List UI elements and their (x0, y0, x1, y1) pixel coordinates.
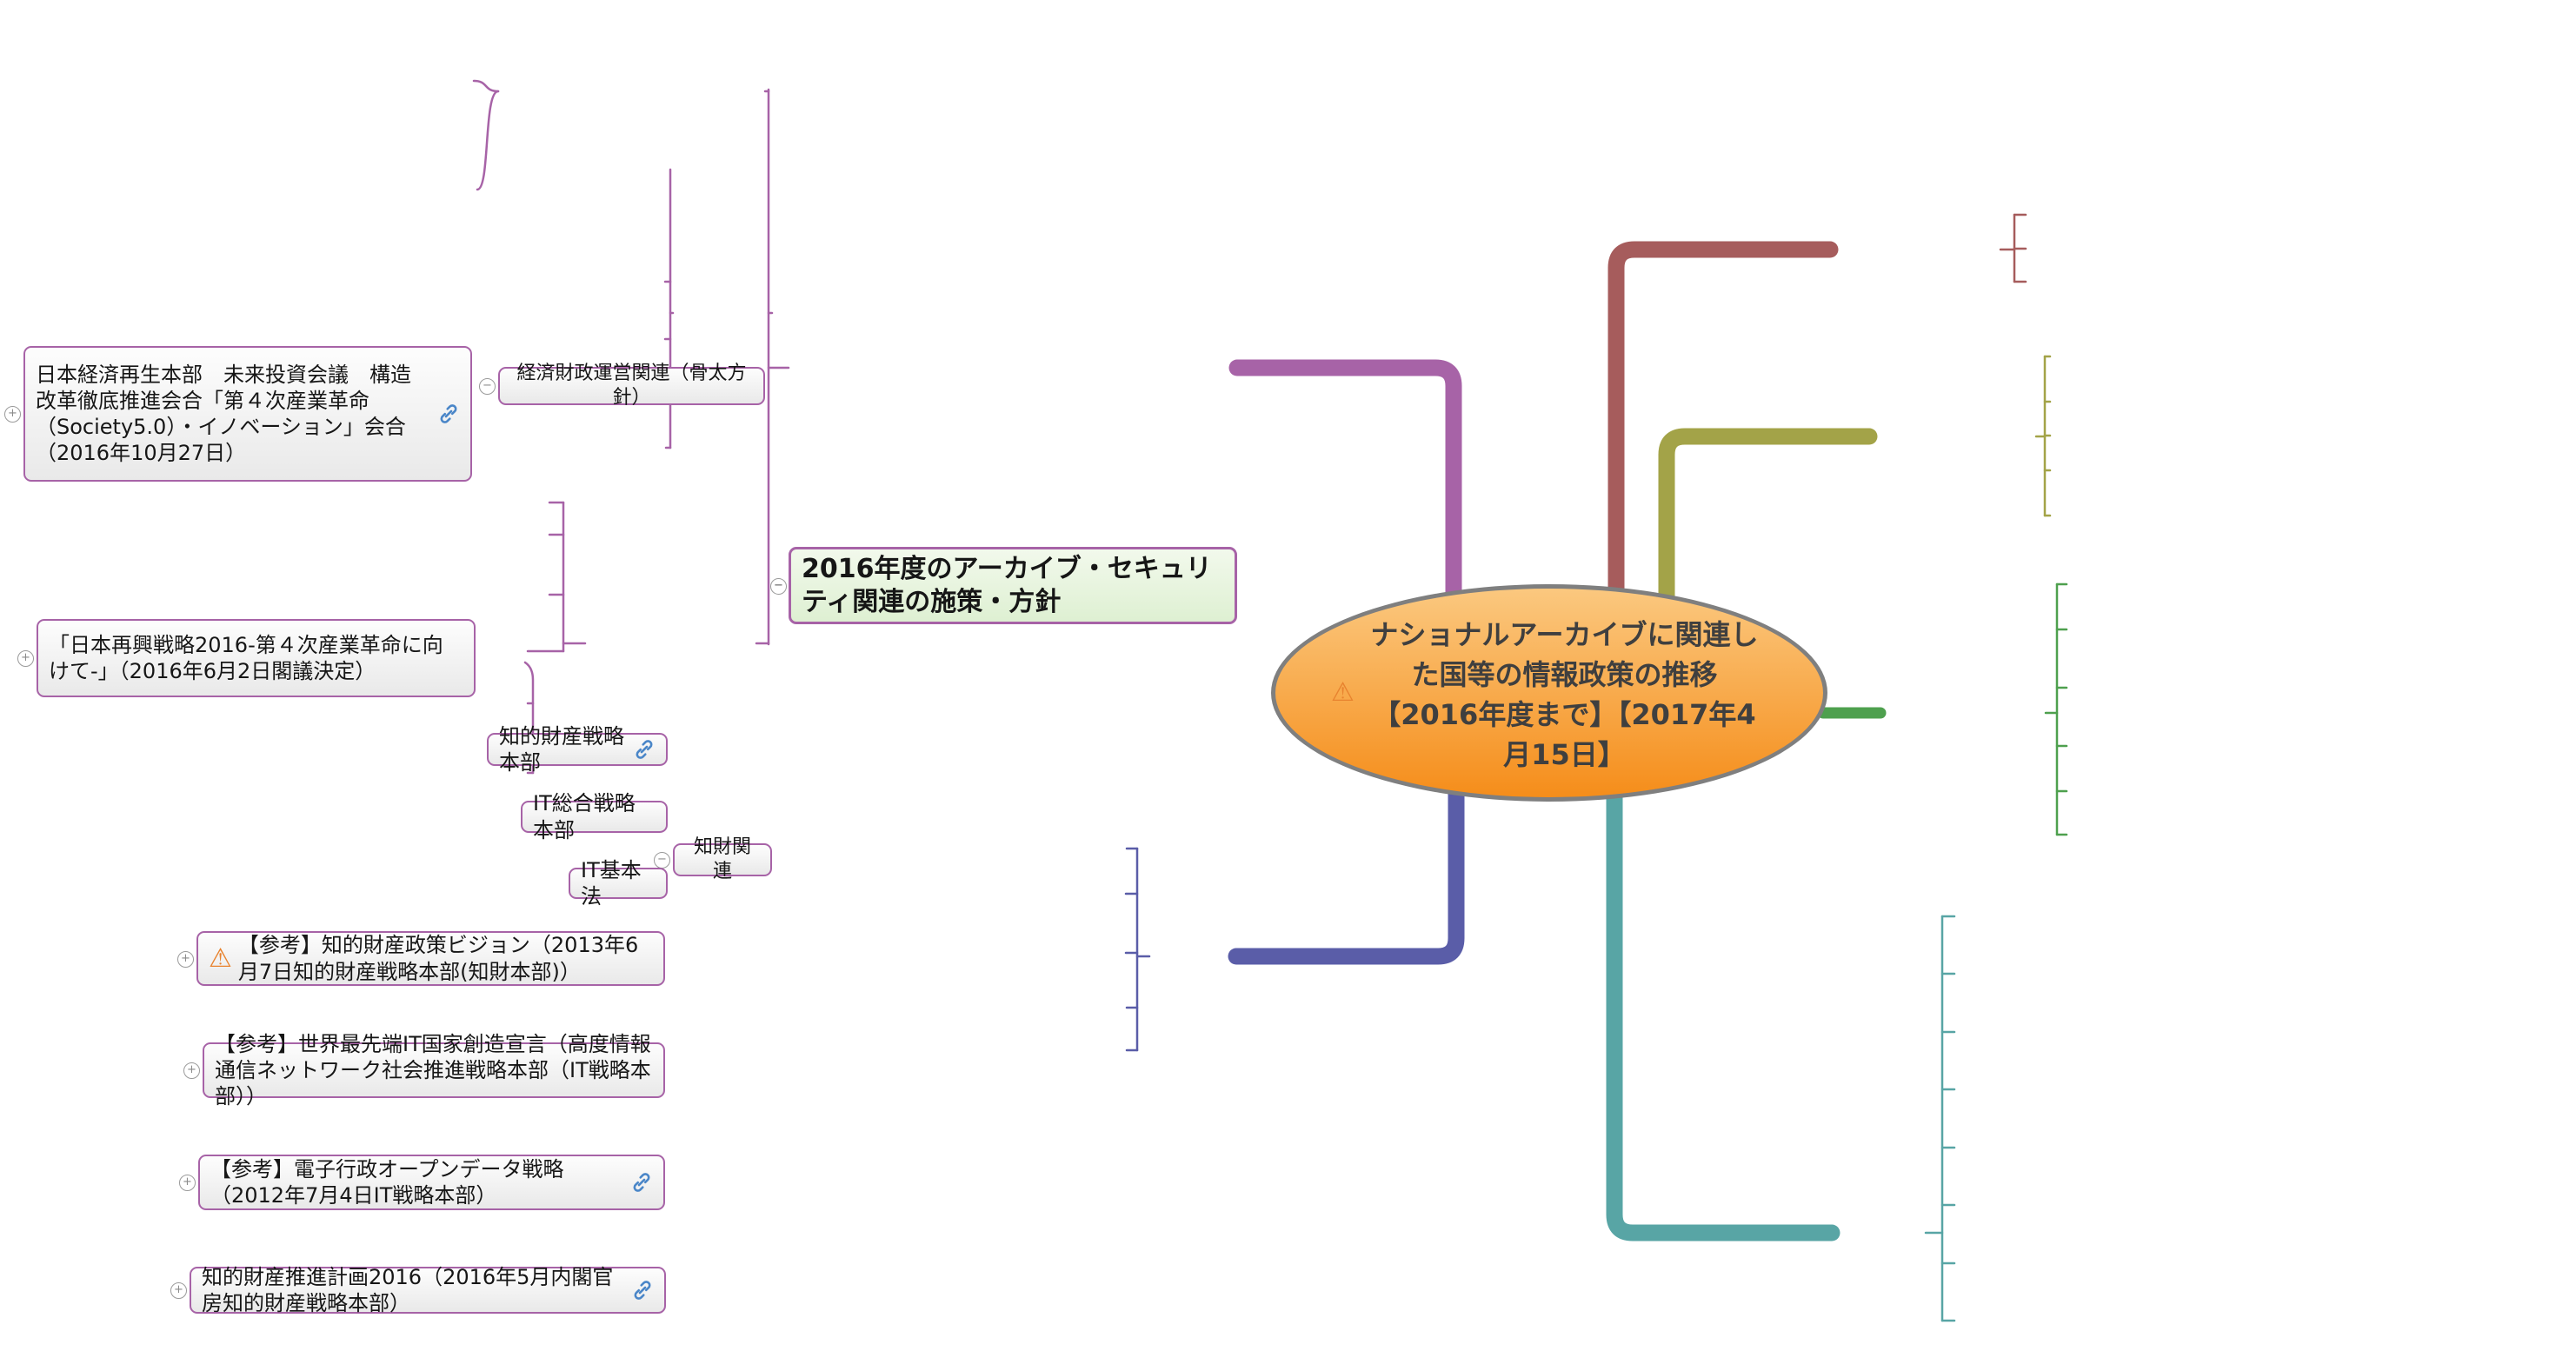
topic-node[interactable]: + 【参考】電子行政オープンデータ戦略（2012年7月4日IT戦略本部） (179, 1155, 665, 1210)
topic-node[interactable]: + 日本経済再生本部 未来投資会議 構造改革徹底推進会合「第４次産業革命（Soc… (4, 346, 472, 482)
hyperlink-icon[interactable] (631, 1279, 654, 1301)
hyperlink-icon[interactable] (630, 1171, 653, 1194)
topic-node[interactable]: IT総合戦略本部 (521, 791, 668, 842)
collapse-icon[interactable]: − (770, 577, 787, 595)
warning-icon: ⚠ (209, 942, 232, 974)
expand-icon[interactable]: + (4, 406, 21, 423)
topic-node[interactable]: + 「日本再興戦略2016-第４次産業革命に向けて-」（2016年6月2日閣議決… (17, 619, 476, 697)
expand-icon[interactable]: + (177, 950, 194, 968)
topic-node[interactable]: + 知的財産推進計画2016（2016年5月内閣官房知的財産戦略本部） (170, 1265, 666, 1315)
topic-node[interactable]: IT基本法 (569, 858, 668, 909)
warning-icon: ⚠ (1331, 677, 1355, 708)
collapse-icon[interactable]: − (479, 378, 496, 395)
topic-node[interactable]: 知的財産戦略本部 (487, 724, 668, 775)
collapse-icon[interactable]: − (654, 852, 670, 869)
topic-node[interactable]: + ⚠ 【参考】知的財産政策ビジョン（2013年6月7日知的財産戦略本部(知財本… (177, 931, 665, 986)
hyperlink-icon[interactable] (633, 738, 656, 761)
hyperlink-icon[interactable] (437, 403, 460, 425)
expand-icon[interactable]: + (179, 1175, 196, 1191)
expand-icon[interactable]: + (183, 1062, 200, 1079)
main-topic-2016[interactable]: − 2016年度のアーカイブ・セキュリティ関連の施策・方針 (770, 547, 1237, 624)
expand-icon[interactable]: + (17, 650, 34, 667)
expand-icon[interactable]: + (170, 1282, 187, 1299)
group-topic-ip[interactable]: − 知財関連 (654, 836, 772, 882)
central-topic[interactable]: ⚠ ナショナルアーカイブに関連した国等の情報政策の推移【2016年度まで】【20… (1271, 584, 1827, 802)
group-topic-economic[interactable]: − 経済財政運営関連（骨太方針） (479, 363, 765, 409)
central-topic-label: ナショナルアーカイブに関連した国等の情報政策の推移【2016年度まで】【2017… (1370, 618, 1759, 771)
topic-node[interactable]: + 【参考】世界最先端IT国家創造宣言（高度情報通信ネットワーク社会推進戦略本部… (183, 1032, 665, 1108)
